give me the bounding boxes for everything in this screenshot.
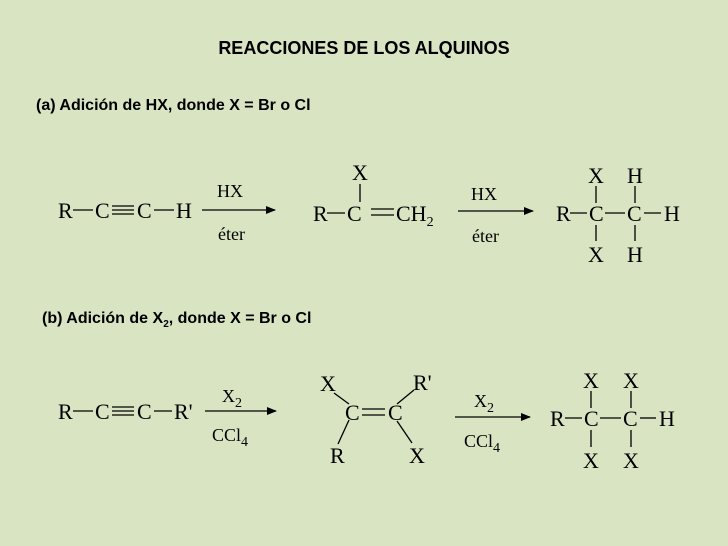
section-b-heading: (b) Adición de X2, donde X = Br o Cl <box>42 310 311 330</box>
solvent-ccl4: CCl4 <box>212 425 248 450</box>
atom-h: H <box>176 198 192 223</box>
page-title: REACCIONES DE LOS ALQUINOS <box>218 38 510 58</box>
atom-x: X <box>588 242 604 267</box>
atom-c: C <box>95 198 110 223</box>
reagent-x: X <box>222 386 235 406</box>
solvent-ccl: CCl <box>212 425 241 445</box>
reagent-x-subscript: 2 <box>487 401 494 416</box>
atom-r: R <box>330 443 345 468</box>
section-b-heading-sub: 2 <box>163 319 169 331</box>
solvent-ccl4: CCl4 <box>464 431 500 456</box>
atom-h: H <box>627 163 643 188</box>
atom-c: C <box>584 406 599 431</box>
reagent-hx: HX <box>217 181 243 201</box>
atom-x: X <box>320 371 336 396</box>
atom-r: R <box>58 399 73 424</box>
atom-x: X <box>352 160 368 185</box>
atom-r: R <box>58 198 73 223</box>
atom-x: X <box>583 448 599 473</box>
section-b-heading-pre: (b) Adición de X <box>42 310 164 327</box>
atom-x: X <box>623 368 639 393</box>
atom-r: R <box>313 201 328 226</box>
solvent-eter: éter <box>218 224 245 244</box>
reagent-x-subscript: 2 <box>235 396 242 411</box>
reagent-x: X <box>474 391 487 411</box>
atom-c: C <box>627 201 642 226</box>
atom-h: H <box>627 242 643 267</box>
group-ch2: CH2 <box>396 201 434 230</box>
section-b-heading-post: , donde X = Br o Cl <box>168 310 312 327</box>
atom-x: X <box>409 443 425 468</box>
atom-c: C <box>137 198 152 223</box>
group-ch: CH <box>396 201 427 226</box>
atom-h: H <box>659 406 675 431</box>
atom-c: C <box>95 399 110 424</box>
atom-r: R <box>550 406 565 431</box>
atom-r-prime: R' <box>174 399 193 424</box>
section-a-heading: (a) Adición de HX, donde X = Br o Cl <box>36 97 311 114</box>
ch2-subscript: 2 <box>427 215 434 230</box>
atom-c: C <box>623 406 638 431</box>
atom-c: C <box>388 400 403 425</box>
atom-c: C <box>345 400 360 425</box>
atom-c: C <box>137 399 152 424</box>
atom-r: R <box>556 201 571 226</box>
atom-r-prime: R' <box>413 370 432 395</box>
solvent-eter: éter <box>472 226 499 246</box>
reagent-x2: X2 <box>222 386 242 411</box>
reagent-x2: X2 <box>474 391 494 416</box>
solvent-ccl: CCl <box>464 431 493 451</box>
solvent-ccl-subscript: 4 <box>241 435 248 450</box>
atom-x: X <box>623 448 639 473</box>
atom-x: X <box>588 163 604 188</box>
atom-x: X <box>583 368 599 393</box>
atom-h: H <box>664 201 680 226</box>
atom-c: C <box>589 201 604 226</box>
atom-c: C <box>347 201 362 226</box>
reagent-hx: HX <box>471 184 497 204</box>
solvent-ccl-subscript: 4 <box>493 441 500 456</box>
